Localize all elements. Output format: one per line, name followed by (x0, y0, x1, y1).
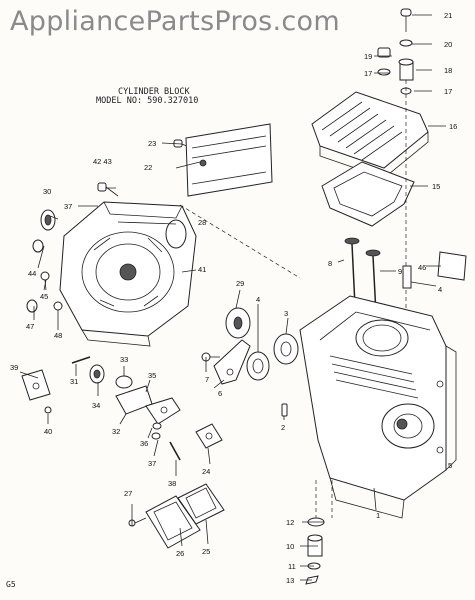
callout-27: 27 (124, 489, 132, 498)
callout-34: 34 (92, 401, 100, 410)
callout-35: 35 (148, 371, 156, 380)
callout-5: 5 (448, 461, 452, 470)
callout-48: 48 (54, 331, 62, 340)
callout-8: 8 (328, 259, 332, 268)
callout-32: 32 (112, 427, 120, 436)
callout-25: 25 (202, 547, 210, 556)
washer-47-drawing (26, 299, 38, 313)
screw-45-drawing (40, 271, 50, 291)
callout-37: 37 (148, 459, 156, 468)
callout-36: 36 (140, 439, 148, 448)
valve-8-drawing (344, 237, 360, 307)
callout-30: 30 (43, 187, 51, 196)
callout-17-right: 17 (444, 87, 452, 96)
diagram-model-number: MODEL NO: 590.327010 (96, 96, 199, 106)
callout-38: 38 (168, 479, 176, 488)
gasket-22-drawing (185, 123, 273, 197)
plug-48-drawing (53, 301, 63, 311)
bolt-38-drawing (169, 441, 181, 461)
callout-39: 39 (10, 363, 18, 372)
callout-2: 2 (281, 423, 285, 432)
gear-29-drawing (225, 307, 251, 339)
callout-3: 3 (284, 309, 288, 318)
gasket-25-drawing (177, 483, 225, 525)
callout-31: 31 (70, 377, 78, 386)
callout-10: 10 (286, 542, 294, 551)
callout-26: 26 (176, 549, 184, 558)
diagram-title: CYLINDER BLOCK (118, 87, 190, 97)
callout-45: 45 (40, 292, 48, 301)
screw-7-drawing (201, 352, 220, 362)
bolt-42-43-drawing (97, 182, 119, 197)
spring-10-drawing (307, 534, 323, 557)
governor-35-drawing (145, 397, 181, 425)
callout-9: 9 (398, 267, 402, 276)
callout-18: 18 (444, 66, 452, 75)
bearing-4-drawing (246, 351, 270, 381)
callout-7: 7 (205, 375, 209, 384)
screw-27-drawing (128, 517, 147, 527)
callout-1: 1 (376, 511, 380, 520)
bearing-3-drawing (273, 333, 299, 365)
bushing-18-drawing (398, 58, 414, 81)
seal-34-drawing (89, 364, 105, 384)
nut-19-drawing (377, 47, 391, 58)
bolt-21-drawing (400, 8, 412, 32)
crankcase-cover-drawing (59, 201, 197, 347)
callout-47: 47 (26, 322, 34, 331)
callout-4: 4 (256, 295, 260, 304)
guide-14-drawing (402, 265, 412, 289)
gasket-15-drawing (321, 161, 415, 227)
washer-37-drawing (151, 432, 161, 440)
callout-20: 20 (444, 40, 452, 49)
callout-22: 22 (144, 163, 152, 172)
watermark: AppliancePartsPros.com (10, 6, 340, 37)
callout-37-top: 37 (64, 202, 72, 211)
callout-19: 19 (364, 52, 372, 61)
callout-16: 16 (449, 122, 457, 131)
callout-11: 11 (288, 562, 296, 571)
callout-42-43: 42 43 (93, 157, 112, 166)
callout-17: 17 (364, 69, 372, 78)
callout-21: 21 (444, 11, 452, 20)
callout-15: 15 (432, 182, 440, 191)
bracket-drawing (213, 339, 251, 385)
tag-46-drawing (437, 251, 467, 281)
callout-41: 41 (198, 265, 206, 274)
callout-6: 6 (218, 389, 222, 398)
callout-29: 29 (236, 279, 244, 288)
callout-4-right: 4 (438, 285, 442, 294)
oil-seal-30-drawing (40, 209, 56, 231)
callout-33: 33 (120, 355, 128, 364)
callout-28: 28 (198, 218, 206, 227)
valve-cover-16-drawing (311, 91, 429, 179)
callout-13: 13 (286, 576, 294, 585)
page-code: G5 (6, 580, 16, 589)
pin-36-drawing (152, 422, 162, 430)
callout-46: 46 (418, 263, 426, 272)
dowel-2-drawing (281, 403, 288, 417)
callout-24: 24 (202, 467, 210, 476)
callout-23: 23 (148, 139, 156, 148)
gasket-24-drawing (195, 423, 223, 449)
cover-26-drawing (145, 495, 201, 549)
washer-20-drawing (399, 39, 413, 47)
callout-44: 44 (28, 269, 36, 278)
plug-44-drawing (32, 239, 44, 253)
pin-31-drawing (71, 356, 91, 364)
cam-33-drawing (115, 375, 133, 389)
callout-40: 40 (44, 427, 52, 436)
screw-40-drawing (44, 406, 52, 414)
plate-39-drawing (21, 369, 51, 401)
callout-12: 12 (286, 518, 294, 527)
washer-17-drawing (377, 68, 391, 76)
cylinder-block-1-drawing (299, 295, 457, 519)
